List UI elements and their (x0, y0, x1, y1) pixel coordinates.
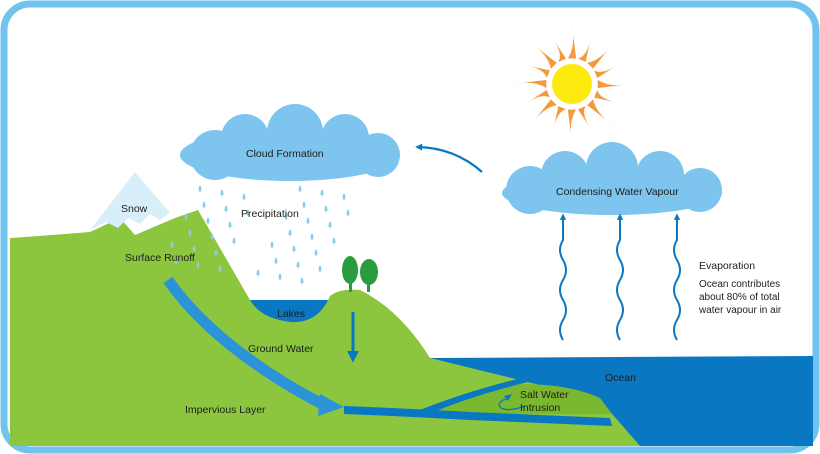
raindrop (232, 237, 236, 244)
salt-water-zone (430, 384, 612, 414)
raindrop (228, 221, 232, 228)
vapour-to-cloud-arrow (415, 143, 483, 173)
label-ocean-note-2: about 80% of total (699, 292, 780, 303)
raindrop (270, 241, 274, 248)
label-snow: Snow (121, 203, 148, 215)
raindrop (278, 273, 282, 280)
label-ground-water: Ground Water (248, 343, 314, 355)
sun-ray (527, 89, 550, 103)
salt-water-circle-arrow (498, 397, 526, 411)
sun-ray (597, 79, 630, 89)
raindrop (288, 229, 292, 236)
raindrop (184, 213, 188, 220)
label-ocean: Ocean (605, 372, 636, 384)
raindrop (214, 249, 218, 256)
raindrop (298, 185, 302, 192)
wavy-arrow-icon (559, 213, 681, 341)
label-ocean-note-3: water vapour in air (698, 305, 782, 316)
sun-ray (514, 79, 547, 89)
label-precipitation: Precipitation (241, 208, 299, 220)
condensing-cloud (502, 142, 722, 215)
raindrop (242, 193, 246, 200)
raindrop (218, 265, 222, 272)
sun-ray (577, 106, 591, 129)
raindrop (246, 209, 250, 216)
sun-ray (530, 42, 557, 69)
snow-cap (90, 172, 170, 230)
raindrop (284, 213, 288, 220)
raindrop (296, 261, 300, 268)
sun-ray (527, 65, 550, 79)
raindrop (324, 205, 328, 212)
raindrop (202, 201, 206, 208)
raindrop (346, 209, 350, 216)
raindrop (256, 269, 260, 276)
ground-water-flow (163, 276, 325, 409)
raindrop (320, 189, 324, 196)
raindrop (206, 217, 210, 224)
raindrop (328, 221, 332, 228)
sun-ray (553, 39, 567, 62)
raindrop (192, 245, 196, 252)
raindrop (342, 193, 346, 200)
label-evaporation: Evaporation (699, 260, 755, 272)
raindrop (188, 229, 192, 236)
sun-ray (553, 106, 567, 129)
land-mass (10, 210, 640, 446)
sun-ray (587, 42, 614, 69)
raindrop (318, 265, 322, 272)
label-condensing-water-vapour: Condensing Water Vapour (556, 186, 679, 198)
intrusion-channel (420, 376, 530, 416)
raindrop (170, 241, 174, 248)
raindrop (224, 205, 228, 212)
sun-ray (594, 89, 617, 103)
sun-ray (587, 99, 614, 126)
sun-ray (530, 99, 557, 126)
raindrop (314, 249, 318, 256)
sun-ray (577, 39, 591, 62)
raindrop (300, 277, 304, 284)
label-intrusion: Intrusion (520, 402, 560, 414)
sun-ray (567, 26, 577, 59)
label-ocean-note-1: Ocean contributes (699, 279, 780, 290)
raindrop (306, 217, 310, 224)
sun-icon (514, 26, 630, 142)
raindrop (332, 237, 336, 244)
raindrop (220, 189, 224, 196)
label-impervious-layer: Impervious Layer (185, 404, 266, 416)
cloud-formation-cloud (180, 104, 400, 181)
tree-icon (342, 256, 378, 292)
salt-arrowhead (504, 394, 512, 401)
raindrop (196, 261, 200, 268)
raindrop-icon (170, 185, 350, 284)
label-surface-runoff: Surface Runoff (125, 252, 195, 264)
impervious-channel (344, 406, 612, 426)
label-lakes: Lakes (277, 308, 305, 320)
raindrop (274, 257, 278, 264)
raindrop (210, 233, 214, 240)
label-cloud-formation: Cloud Formation (246, 148, 324, 160)
label-salt-water: Salt Water (520, 389, 569, 401)
raindrop (292, 245, 296, 252)
sun-ray (594, 65, 617, 79)
raindrop (198, 185, 202, 192)
raindrop (310, 233, 314, 240)
raindrop (302, 201, 306, 208)
sun-ray (567, 109, 577, 142)
flow-arrowhead (318, 394, 344, 416)
raindrop (174, 257, 178, 264)
